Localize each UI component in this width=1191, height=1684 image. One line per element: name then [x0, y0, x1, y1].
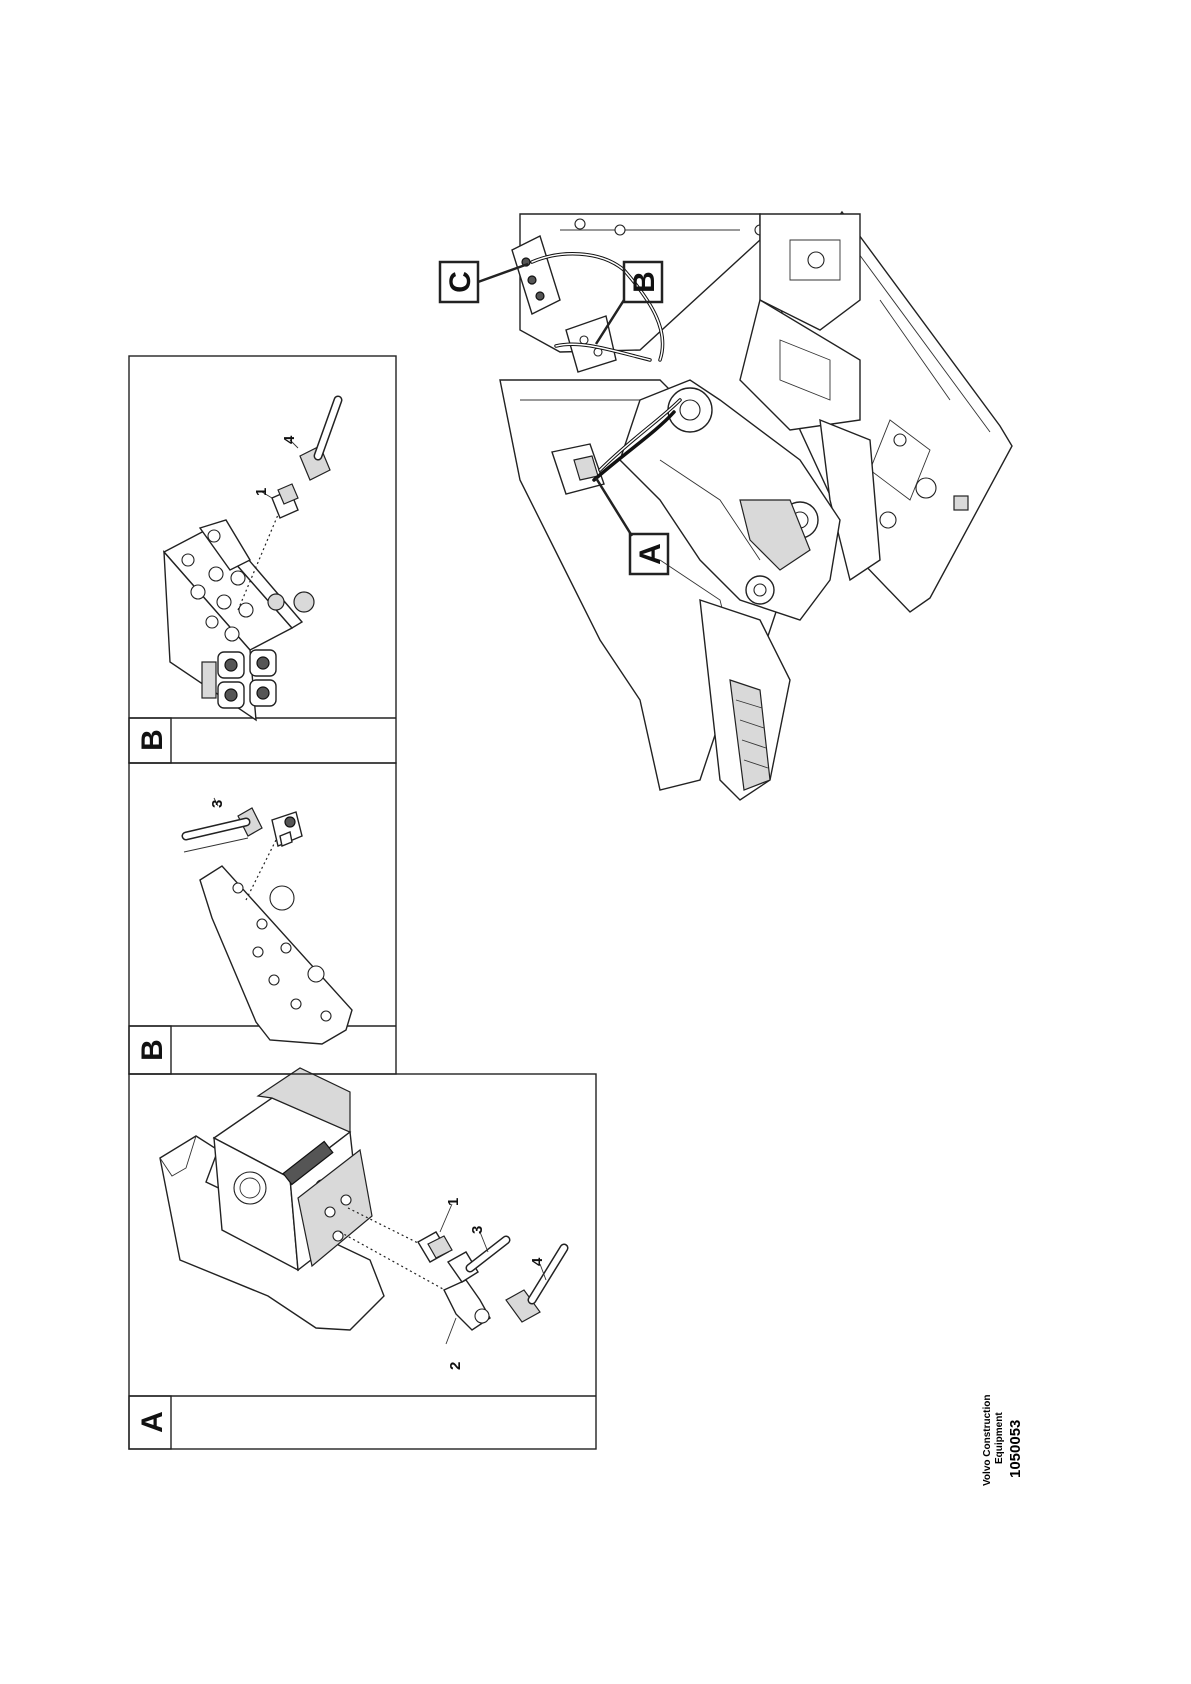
figure-number: 1050053 [1007, 1420, 1024, 1478]
valve-port-hole [233, 1171, 267, 1205]
valve-nameplate [282, 1140, 334, 1186]
detail-panel-b1-label: B [136, 1039, 169, 1061]
overview-leader-a [594, 477, 634, 537]
elbow-fitting-2 [443, 1279, 491, 1331]
overview-valve-c [511, 235, 561, 315]
overview-valve-a [551, 443, 605, 495]
boom-foot-bracket [619, 379, 841, 621]
detail-panel-b2-label-box [128, 717, 172, 764]
solenoid-valve-block [212, 1067, 373, 1272]
overview-label-a-box [628, 532, 670, 576]
detail-panel-b2: B [128, 355, 397, 764]
solenoid-coils [201, 649, 277, 709]
assembly-line-3 [245, 835, 279, 901]
overview-label-b: B [628, 271, 661, 293]
callout-leader-a2 [445, 1317, 457, 1345]
detail-panel-a-label: A [136, 1411, 169, 1433]
assembly-line-4 [237, 509, 281, 611]
detail-panel-a-label-box [128, 1395, 172, 1450]
upper-cross-member [759, 213, 861, 331]
detail-panel-b2-label: B [136, 729, 169, 751]
hose-4-panel-b2 [299, 395, 343, 481]
callout-leader-a1 [439, 1203, 453, 1233]
fitting-1-panel-b2 [271, 483, 299, 519]
manifold-plug [293, 591, 315, 613]
assembly-line-2 [339, 1231, 453, 1295]
callout-leader-b2-4 [289, 439, 299, 449]
callout-a-4: 4 [529, 1257, 546, 1266]
callout-a-1: 1 [445, 1198, 462, 1206]
hose-3 [446, 1235, 511, 1283]
chassis-bracket [953, 495, 969, 511]
detail-panel-b1: B 3 [128, 762, 397, 1075]
callout-a-3: 3 [469, 1226, 486, 1234]
hydraulic-lines [530, 252, 682, 482]
detail-panel-b2-frame [128, 355, 397, 764]
tee-fitting [271, 811, 303, 847]
overview-label-b-box [622, 260, 664, 304]
callout-leader-b1-3 [213, 797, 219, 807]
mounting-plate [199, 865, 353, 1045]
hose-3-panel-b1 [181, 807, 263, 853]
fitting-1 [417, 1231, 453, 1263]
callout-b1-3: 3 [209, 800, 226, 808]
detail-panel-a: A 1 [128, 1067, 597, 1450]
detail-panel-b1-label-box [128, 1025, 172, 1075]
callout-leader-b2-1 [261, 491, 273, 499]
callout-leader-a4 [539, 1263, 547, 1281]
callout-b2-1: 1 [253, 488, 270, 496]
hose-4 [505, 1243, 569, 1323]
overview-label-a: A [634, 543, 667, 565]
figure-footer: Volvo Construction Equipment 1050053 [982, 1395, 1024, 1486]
valve-manifold [162, 519, 315, 722]
callout-a-2: 2 [447, 1362, 464, 1370]
overview-leader-c [477, 262, 529, 284]
overview-leader-b [594, 299, 626, 345]
company-name-line2: Equipment [994, 1412, 1005, 1464]
machine-frame-overview: C B A [438, 210, 1013, 801]
callout-leader-a3 [479, 1231, 489, 1253]
overview-label-c: C [444, 271, 477, 293]
callout-b2-4: 4 [281, 435, 298, 444]
company-name: Volvo Construction [982, 1395, 993, 1486]
